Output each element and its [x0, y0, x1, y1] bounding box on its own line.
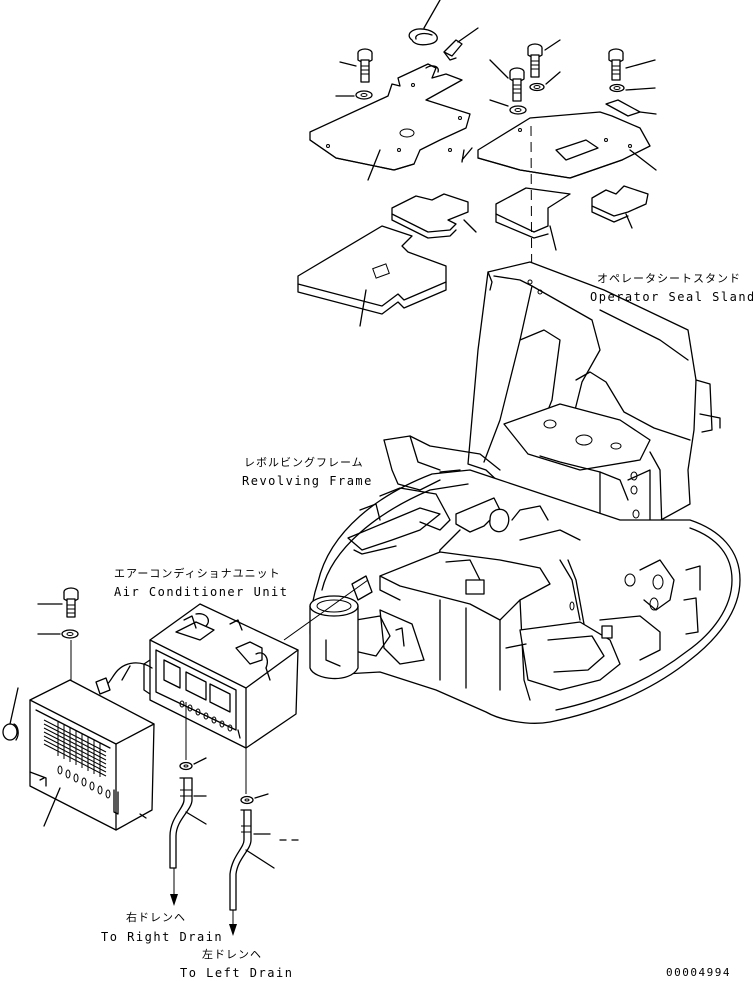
cover-bolt [37, 587, 79, 680]
wire-harness [95, 662, 153, 695]
left-drain-hose [229, 748, 301, 936]
pin-fastener [443, 27, 479, 61]
left-drain-jp-label: 左ドレンヘ [202, 948, 262, 961]
cover-grille [43, 719, 107, 777]
drawing-number: 00004994 [666, 966, 731, 979]
operator-seat-stand-label: Operator Seal Sland [590, 290, 753, 304]
operator-seat-stand [467, 261, 721, 541]
frame-cylinder [309, 595, 359, 680]
foam-pad-4 [297, 225, 447, 327]
revolving-frame-label: Revolving Frame [242, 474, 373, 488]
foam-pad-1 [391, 193, 477, 239]
operator-seat-stand-jp-label: オペレータシートスタンド [597, 272, 741, 285]
bolt-center-2 [489, 59, 561, 115]
right-drain-hose [169, 702, 207, 906]
foam-pad-3 [591, 185, 649, 229]
floor-plate-right [461, 111, 657, 179]
right-drain-label: To Right Drain [101, 930, 224, 944]
bolt-center-1 [527, 39, 561, 78]
foam-pad-2 [495, 187, 571, 251]
bolt-left-top [335, 48, 373, 100]
air-conditioner-unit [143, 603, 299, 749]
right-drain-jp-label: 右ドレンヘ [126, 911, 186, 924]
ac-cover [29, 679, 155, 831]
revolving-frame-jp-label: レボルビングフレーム [244, 456, 364, 469]
revolving-frame [309, 435, 741, 724]
clip-fastener [408, 0, 441, 46]
left-drain-label: To Left Drain [180, 966, 294, 980]
air-conditioner-label: Air Conditioner Unit [114, 585, 289, 599]
air-conditioner-jp-label: エアーコンディショナユニット [114, 567, 281, 580]
floor-plate-left [309, 63, 471, 181]
bolt-right-top [605, 48, 657, 117]
cover-knob [2, 687, 19, 741]
